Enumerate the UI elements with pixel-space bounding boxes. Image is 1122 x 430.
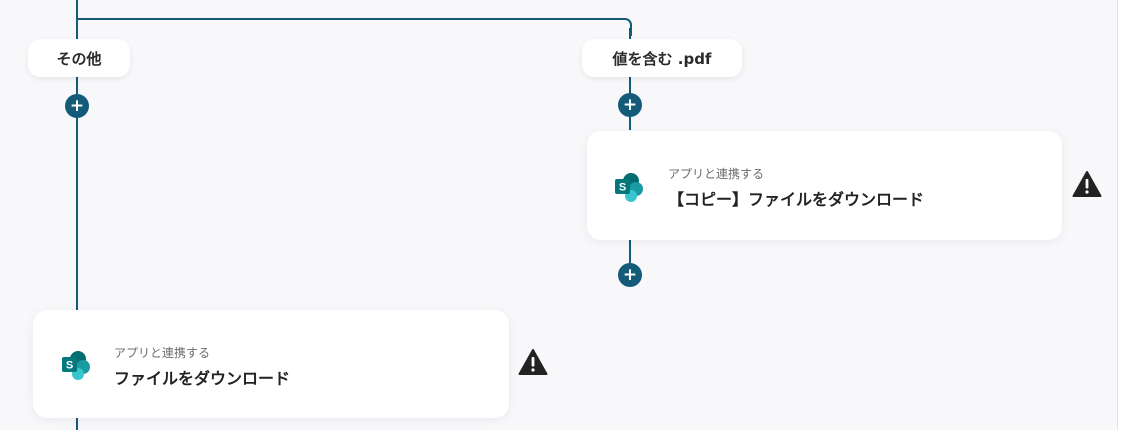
step-card-title: 【コピー】ファイルをダウンロード xyxy=(668,190,925,209)
branch-corner xyxy=(614,18,632,36)
branch-label-other[interactable]: その他 xyxy=(28,39,130,77)
step-card-copy-download[interactable]: S アプリと連携する 【コピー】ファイルをダウンロード xyxy=(587,131,1062,240)
right-branch-line-lower xyxy=(629,240,631,276)
svg-text:S: S xyxy=(66,360,73,372)
right-branch-line-upper xyxy=(629,28,631,130)
add-step-button-left[interactable]: + xyxy=(65,94,89,118)
plus-icon: + xyxy=(69,95,85,116)
add-step-button-right-top[interactable]: + xyxy=(618,93,642,117)
left-branch-line xyxy=(76,0,78,430)
branch-horizontal-line xyxy=(76,18,623,20)
branch-label-pdf[interactable]: 値を含む .pdf xyxy=(582,39,742,77)
plus-icon: + xyxy=(622,94,638,115)
warning-icon[interactable] xyxy=(1072,170,1102,198)
step-card-title: ファイルをダウンロード xyxy=(114,369,291,388)
svg-text:S: S xyxy=(619,182,626,194)
add-step-button-right-bottom[interactable]: + xyxy=(618,263,642,287)
step-card-subtitle: アプリと連携する xyxy=(114,346,211,360)
step-card-subtitle: アプリと連携する xyxy=(668,167,765,181)
branch-label-other-text: その他 xyxy=(56,49,102,68)
sharepoint-icon: S xyxy=(62,351,90,380)
sharepoint-icon: S xyxy=(615,173,643,202)
plus-icon: + xyxy=(622,264,638,285)
branch-label-pdf-text: 値を含む .pdf xyxy=(612,49,712,68)
warning-icon[interactable] xyxy=(518,348,548,376)
step-card-download[interactable]: S アプリと連携する ファイルをダウンロード xyxy=(33,310,509,418)
scrollbar-track[interactable] xyxy=(1117,0,1122,430)
